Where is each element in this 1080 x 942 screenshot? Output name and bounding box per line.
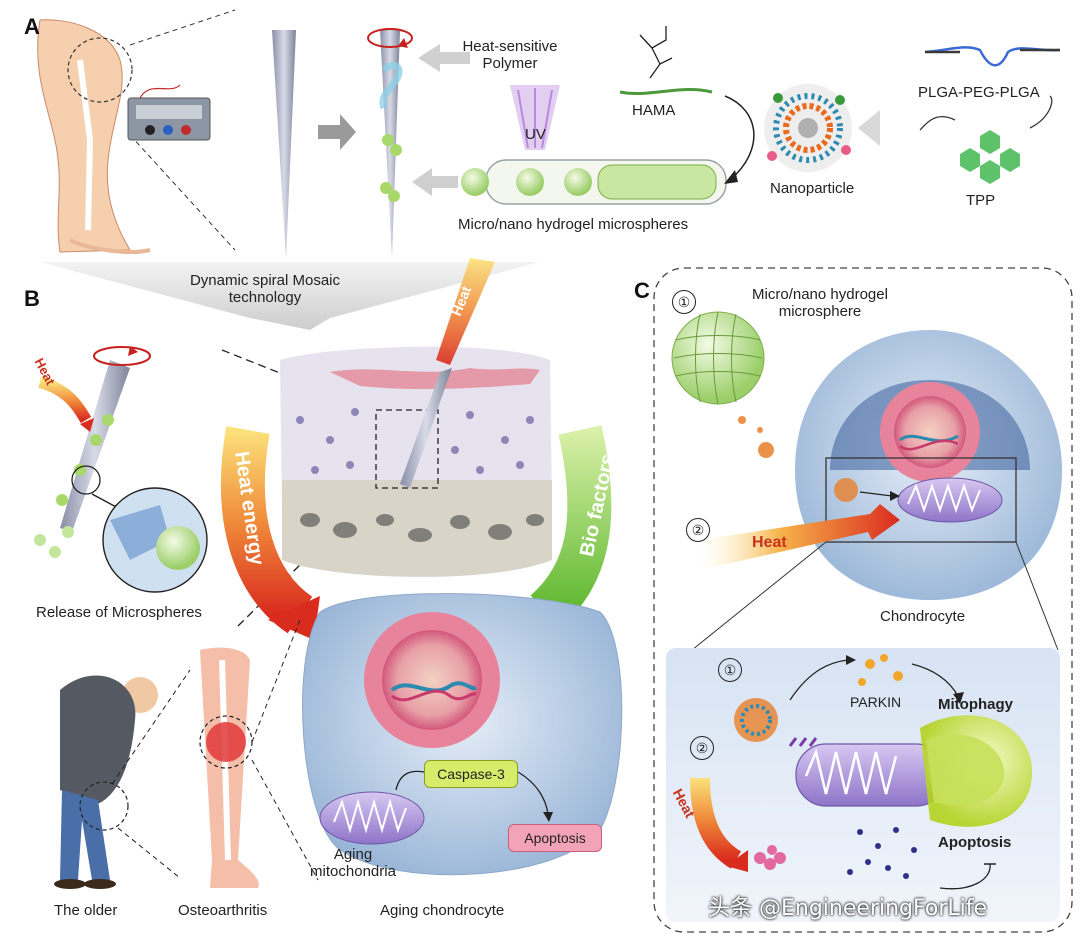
polymer-line: Polymer (482, 55, 538, 73)
mitochondria-line: mitochondria (310, 863, 396, 881)
heat-label-c: Heat (752, 534, 787, 551)
hama-label: HAMA (632, 102, 676, 119)
panel-c (653, 267, 1073, 933)
chondrocyte-label: Chondrocyte (880, 608, 966, 625)
cartilage-tissue-icon (280, 346, 552, 577)
bio-factors-arrow (530, 425, 612, 629)
heat-arrow-c (700, 504, 900, 570)
heat-sensitive-line: Heat-sensitive (462, 38, 558, 55)
release-microspheres-label: Release of Microspheres (36, 604, 202, 621)
uv-label: UV (525, 126, 546, 143)
aging-chondrocyte-icon (302, 593, 623, 876)
needle-icon (272, 30, 296, 258)
hydrogel-microsphere-label: Micro/nano hydrogel microsphere (740, 286, 900, 321)
coated-needle-icon (367, 28, 413, 258)
panel-letter-a: A (24, 14, 40, 39)
step-1-marker: ① (672, 290, 696, 314)
apoptosis-label-c: Apoptosis (938, 834, 1012, 851)
uv-light-icon (510, 85, 560, 150)
osteoarthritis-label: Osteoarthritis (178, 902, 268, 919)
parkin-label: PARKIN (850, 694, 902, 710)
nanoparticle-label: Nanoparticle (770, 180, 855, 197)
panel-letter-b: B (24, 286, 40, 311)
needle-release-icon (34, 346, 208, 593)
heat-sensitive-polymer-label: Heat-sensitive Polymer (450, 38, 570, 73)
arrow-right-icon (318, 114, 356, 150)
older-man-illustration (54, 675, 158, 889)
tpp-label: TPP (966, 192, 996, 209)
dynamic-line-1: Dynamic spiral Mosaic (189, 272, 341, 289)
plga-label: PLGA-PEG-PLGA (918, 84, 1040, 101)
hama-molecule-icon (619, 26, 713, 96)
aging-chondrocyte-label: Aging chondrocyte (380, 902, 505, 919)
heat-beam-icon (436, 258, 495, 365)
osteoarthritis-leg-illustration (199, 647, 259, 888)
heating-device-icon (127, 84, 211, 141)
hydrogel-line-2: microsphere (778, 303, 862, 321)
panel-letter-c: C (634, 278, 650, 303)
hydrogel-line-1: Micro/nano hydrogel (752, 286, 888, 303)
leg-illustration (37, 9, 236, 254)
inset-heat-arrow (690, 777, 742, 869)
inset-step-1-marker: ① (718, 658, 742, 682)
mechanism-inset (666, 648, 1060, 922)
microfluidic-tube-icon (461, 159, 727, 205)
heat-energy-arrow (220, 426, 313, 634)
tpp-molecule-icon (960, 130, 1020, 184)
dynamic-line-2: technology (228, 289, 302, 307)
aging-mitochondria-label: Aging mitochondria (308, 846, 398, 881)
caspase-3-box: Caspase-3 (424, 760, 518, 788)
watermark-text: 头条 @EngineeringForLife (708, 896, 988, 921)
panel-b (34, 258, 623, 889)
chondrocyte-icon (795, 330, 1062, 600)
mitophagy-label: Mitophagy (938, 696, 1013, 713)
the-older-label: The older (54, 902, 118, 919)
panel-a (37, 9, 1061, 330)
hydrogel-microsphere-icon (671, 311, 765, 405)
dynamic-spiral-label: Dynamic spiral Mosaic technology (170, 272, 360, 307)
step-2-marker: ② (686, 518, 710, 542)
apoptosis-box-b: Apoptosis (508, 824, 602, 852)
nanoparticle-icon (764, 84, 852, 172)
microspheres-label: Micro/nano hydrogel microspheres (458, 216, 689, 233)
aging-line: Aging (333, 846, 373, 863)
inset-step-2-marker: ② (690, 736, 714, 760)
knee-zoom-circle (67, 37, 133, 103)
